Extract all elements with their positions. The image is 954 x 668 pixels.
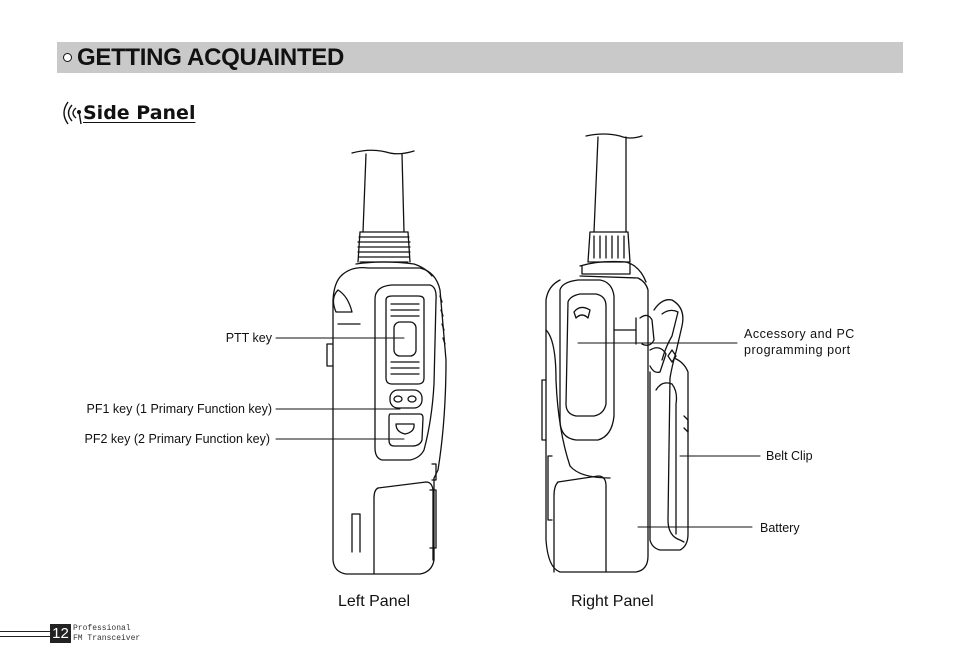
radio-waves-icon xyxy=(63,101,82,125)
footer-line-1: Professional xyxy=(73,624,131,633)
chapter-title: GETTING ACQUAINTED xyxy=(77,43,345,71)
section-title: Side Panel xyxy=(83,102,196,124)
pf1-key-label: PF1 key (1 Primary Function key) xyxy=(86,402,272,416)
left-radio-drawing xyxy=(326,149,447,575)
right-panel-caption: Right Panel xyxy=(571,593,654,610)
footer-line-2: FM Transceiver xyxy=(73,634,141,643)
belt-clip-label: Belt Clip xyxy=(766,449,813,463)
ptt-key-label: PTT key xyxy=(225,331,272,345)
right-radio-drawing xyxy=(541,133,689,573)
page-number: 12 xyxy=(50,624,71,643)
footer-rule-top xyxy=(0,631,50,632)
chapter-title-bar: GETTING ACQUAINTED xyxy=(57,42,903,73)
footer-caption: Professional FM Transceiver xyxy=(73,624,140,644)
battery-label: Battery xyxy=(760,521,800,535)
bullet-icon xyxy=(63,53,72,62)
left-panel-caption: Left Panel xyxy=(338,593,411,610)
pf2-key-label: PF2 key (2 Primary Function key) xyxy=(84,432,270,446)
accessory-port-label: Accessory and PC programming port xyxy=(744,327,855,357)
callout-leader-lines xyxy=(275,337,761,528)
footer-rule-bottom xyxy=(0,636,50,637)
section-heading: Side Panel xyxy=(58,96,195,128)
